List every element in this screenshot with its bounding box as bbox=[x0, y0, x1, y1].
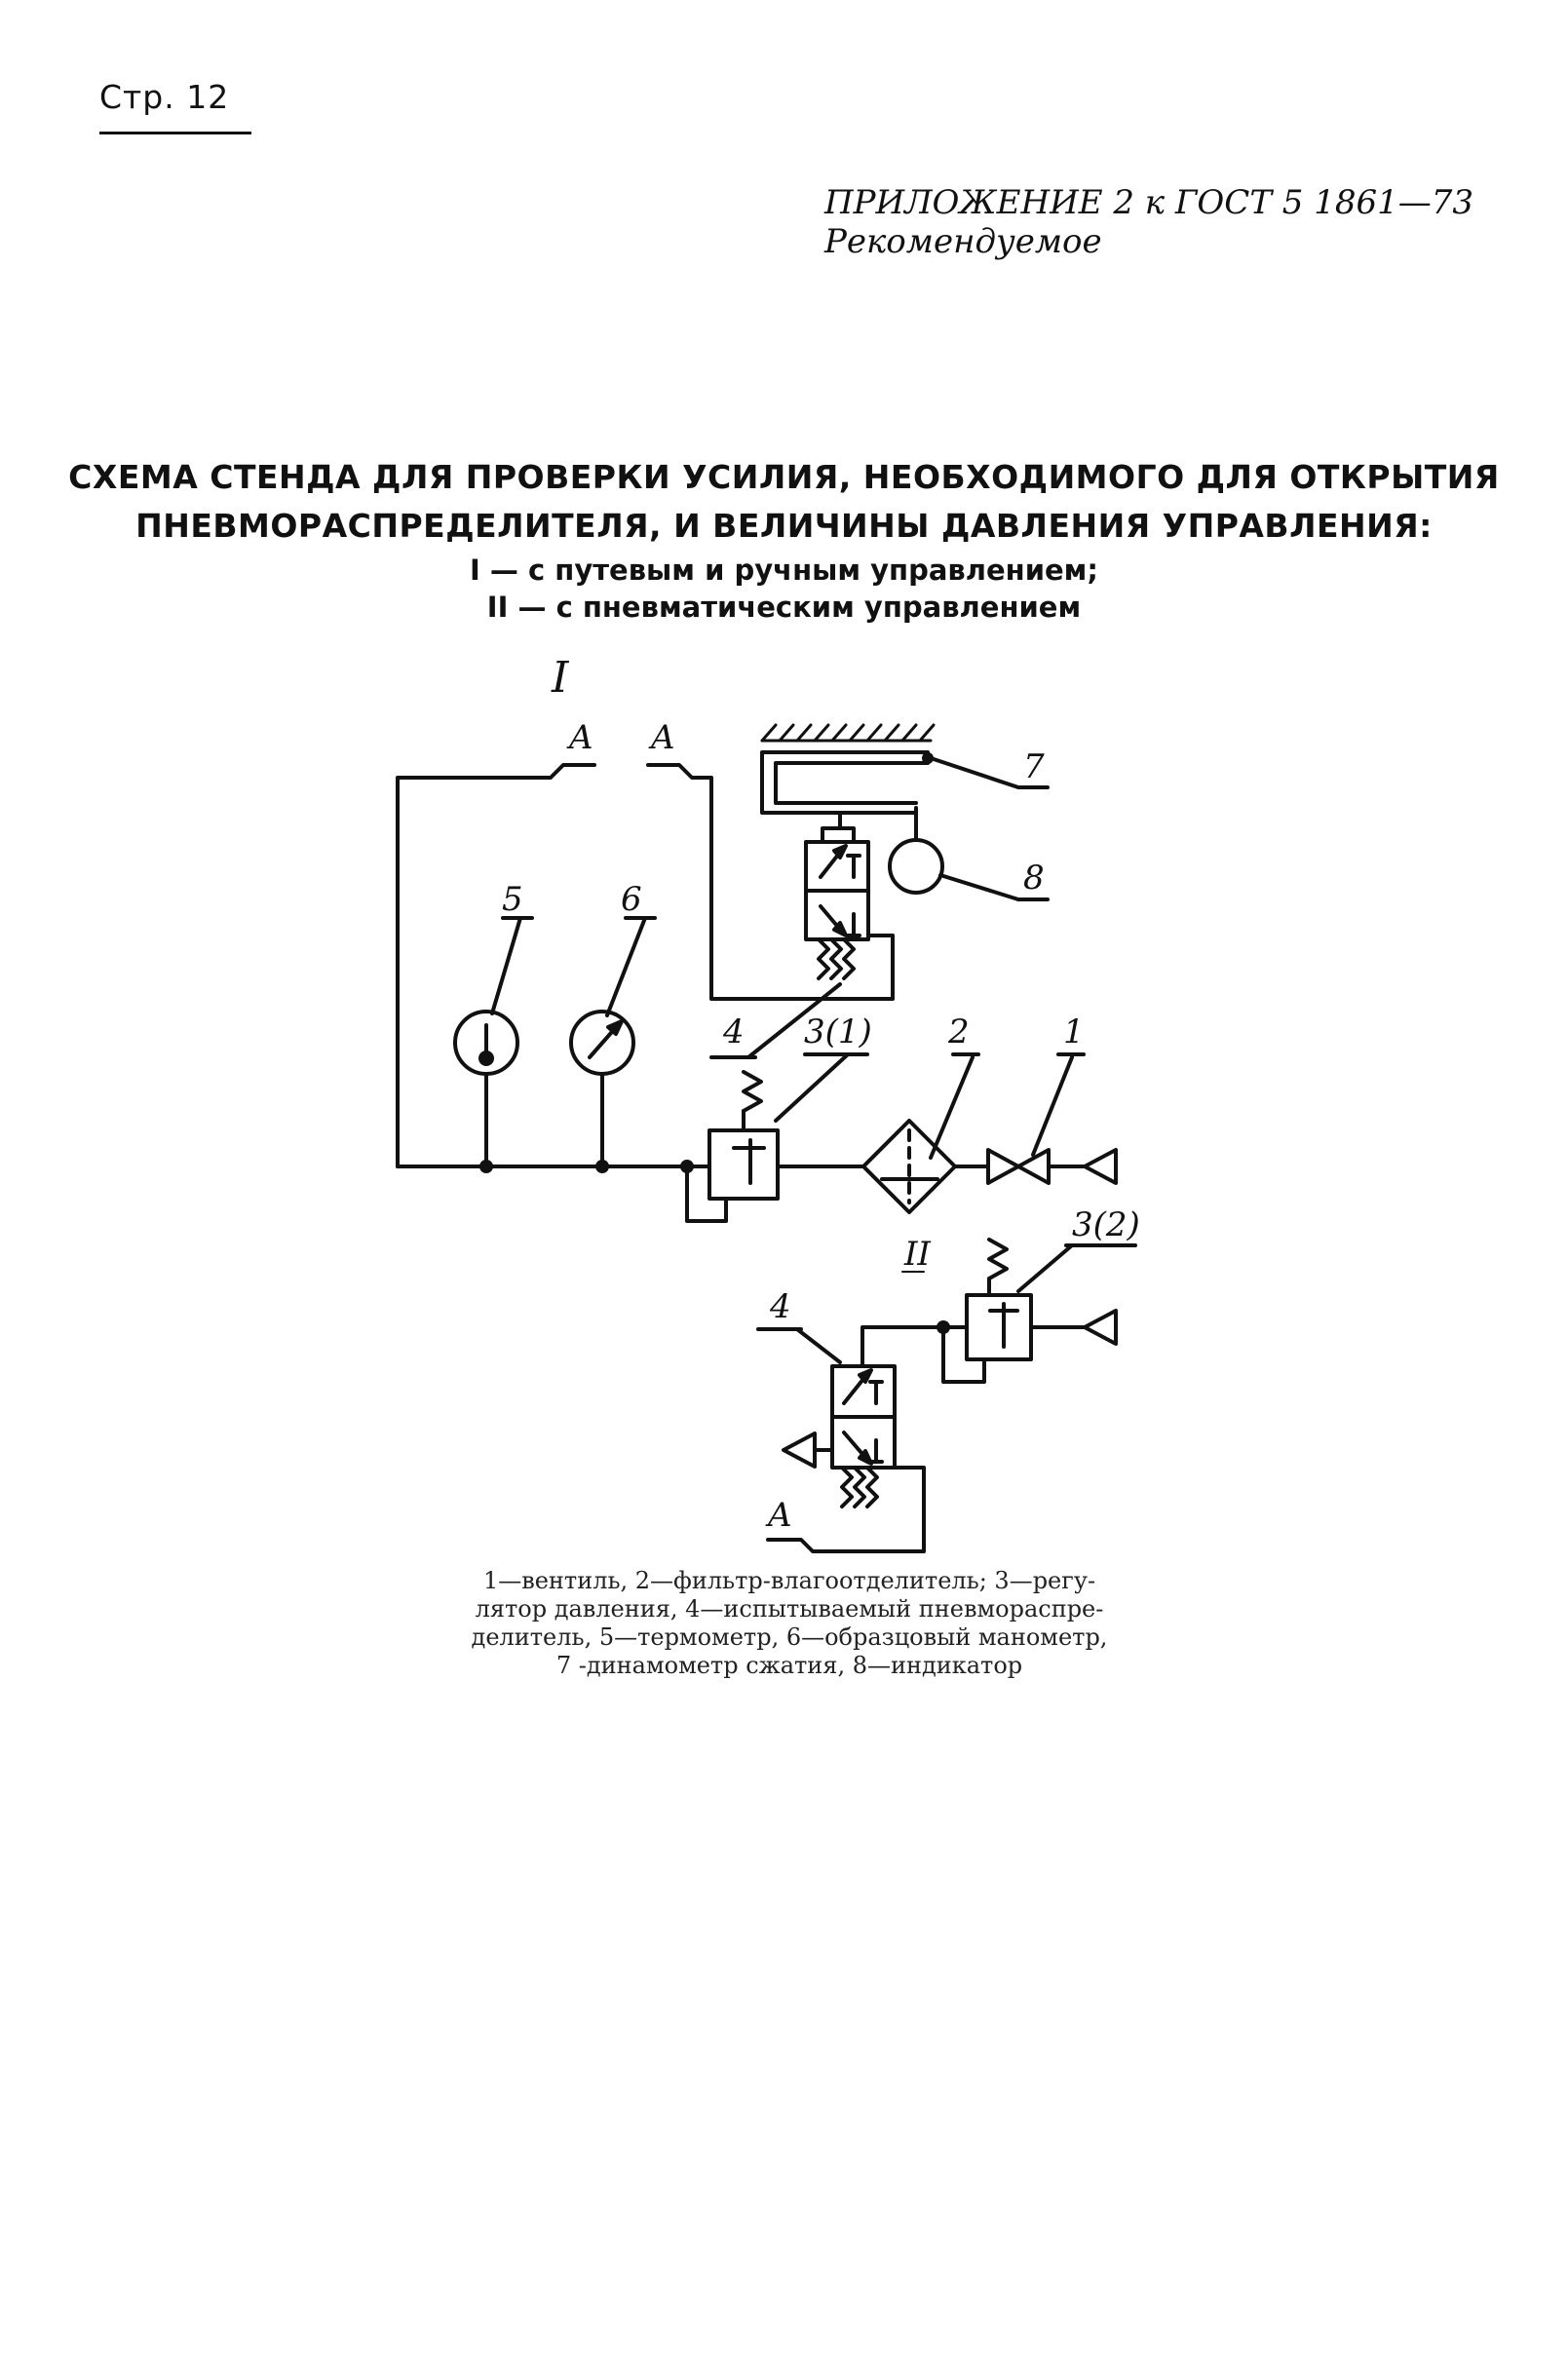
filter-separator-2: 2 bbox=[842, 1012, 980, 1214]
pressure-regulator-3-1: 3(1) bbox=[685, 1012, 872, 1223]
connection-a-label-right: A bbox=[648, 718, 675, 757]
air-supply-source bbox=[1083, 1148, 1118, 1185]
appendix-reference: ПРИЛОЖЕНИЕ 2 к ГОСТ 5 1861—73 bbox=[824, 183, 1474, 222]
appendix-heading: ПРИЛОЖЕНИЕ 2 к ГОСТ 5 1861—73 Рекомендуе… bbox=[824, 183, 1473, 261]
thermometer-5: 5 bbox=[453, 880, 534, 1168]
label-8: 8 bbox=[1023, 859, 1045, 898]
label-6: 6 bbox=[621, 880, 642, 919]
connection-a-left: A bbox=[396, 718, 596, 1168]
pressure-regulator-3-2: 3(2) bbox=[941, 1205, 1140, 1384]
scheme-i-label: I bbox=[551, 653, 570, 703]
compression-dynamometer-7: 7 bbox=[760, 747, 1050, 830]
fixed-support bbox=[760, 723, 936, 743]
document-title: СХЕМА СТЕНДА ДЛЯ ПРОВЕРКИ УСИЛИЯ, НЕОБХО… bbox=[0, 453, 1568, 551]
page-number: Стр. 12 bbox=[99, 78, 230, 116]
figure-legend: 1—вентиль, 2—фильтр-влагоотделитель; 3—р… bbox=[370, 1567, 1208, 1680]
scheme-ii-label: II bbox=[903, 1235, 931, 1274]
title-line-2: ПНЕВМОРАСПРЕДЕЛИТЕЛЯ, И ВЕЛИЧИНЫ ДАВЛЕНИ… bbox=[135, 507, 1433, 545]
indicator-8: 8 bbox=[888, 806, 1050, 901]
appendix-status: Рекомендуемое bbox=[824, 222, 1102, 261]
legend-line-1: 1—вентиль, 2—фильтр-влагоотделитель; 3—р… bbox=[482, 1567, 1096, 1594]
shutoff-valve-1: 1 bbox=[986, 1012, 1086, 1185]
manometer-6: 6 bbox=[569, 880, 657, 1168]
label-4-scheme-ii: 4 bbox=[769, 1287, 791, 1326]
label-3-2: 3(2) bbox=[1072, 1205, 1140, 1244]
tested-distributor-4-scheme-ii: 4 A bbox=[756, 1287, 926, 1553]
legend-line-3: делитель, 5—термометр, 6—образцовый мано… bbox=[471, 1623, 1108, 1651]
page-number-underline bbox=[99, 132, 251, 134]
label-5: 5 bbox=[502, 880, 523, 919]
label-2: 2 bbox=[947, 1012, 970, 1051]
label-7: 7 bbox=[1023, 747, 1045, 786]
title-line-1: СХЕМА СТЕНДА ДЛЯ ПРОВЕРКИ УСИЛИЯ, НЕОБХО… bbox=[68, 458, 1500, 496]
connection-a-label-left: A bbox=[566, 718, 593, 757]
label-4-scheme-i: 4 bbox=[722, 1012, 745, 1051]
pilot-line bbox=[860, 1320, 969, 1368]
legend-line-4: 7 -динамометр сжатия, 8—индикатор bbox=[555, 1652, 1023, 1679]
label-3-1: 3(1) bbox=[804, 1012, 872, 1051]
legend-line-2: лятор давления, 4—испытываемый пневморас… bbox=[475, 1595, 1104, 1623]
connection-a-label-scheme-ii: A bbox=[765, 1496, 792, 1535]
subtitle-line-1: I — с путевым и ручным управлением; bbox=[470, 554, 1098, 587]
connection-a-right: A bbox=[646, 718, 895, 1001]
tested-distributor-4-scheme-i: 4 bbox=[709, 826, 895, 1059]
label-1: 1 bbox=[1063, 1012, 1085, 1051]
document-subtitle: I — с путевым и ручным управлением; II —… bbox=[0, 552, 1568, 626]
subtitle-line-2: II — с пневматическим управлением bbox=[486, 591, 1082, 624]
